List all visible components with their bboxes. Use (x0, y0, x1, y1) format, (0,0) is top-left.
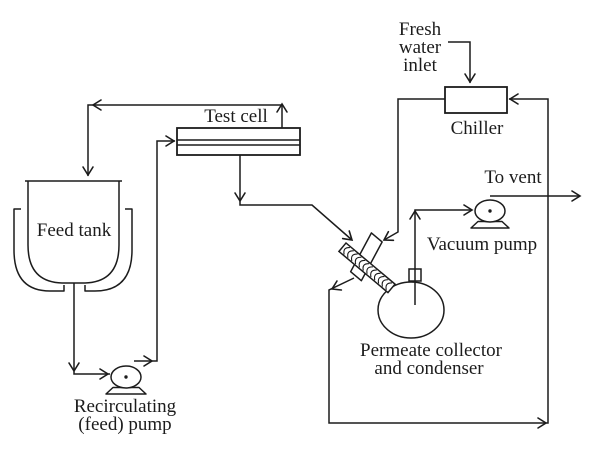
arrowhead (537, 417, 548, 429)
pipe-testcell-to-feedtank (87, 104, 283, 176)
vacuum-pump-symbol (470, 199, 510, 229)
arrowhead (91, 99, 102, 111)
to-vent-label: To vent (484, 167, 542, 188)
test-cell-body (176, 127, 301, 156)
arrowhead (463, 204, 474, 216)
arrowhead (143, 355, 154, 367)
fresh-water-inlet-label-line1: Fresh (399, 19, 442, 40)
feed-tank-shape (13, 180, 133, 292)
permeate-flask (377, 281, 445, 339)
chiller-label: Chiller (451, 118, 504, 139)
arrowhead (571, 190, 582, 202)
arrowhead (82, 166, 94, 177)
arrowhead (99, 368, 110, 380)
recirculating-pump-label-line2: (feed) pump (78, 414, 171, 435)
arrowhead (234, 192, 246, 203)
test-cell-label: Test cell (204, 106, 268, 127)
arrowheads (68, 73, 582, 429)
arrowhead (276, 102, 288, 113)
labels: Fresh water inlet Chiller Test cell To v… (37, 19, 543, 435)
arrowhead (330, 280, 343, 291)
pipe-freshwater-to-chiller (448, 41, 471, 83)
permeate-collector-label-line1: Permeate collector (360, 340, 503, 361)
condenser-coil-hatching (343, 247, 393, 290)
pipe-testcell-to-condenser (239, 155, 353, 241)
pipe-feedtank-to-pump (73, 283, 110, 375)
arrowhead (165, 135, 176, 147)
test-cell-shape (176, 127, 301, 156)
feed-tank-vessel-right (74, 181, 120, 284)
fresh-water-inlet-label-line3: inlet (403, 55, 437, 76)
pipe-chiller-to-condenser (383, 98, 445, 241)
permeate-collector-label-line2: and condenser (374, 358, 484, 379)
arrowhead (508, 93, 519, 105)
arrowhead (341, 230, 354, 241)
arrowhead (409, 209, 421, 220)
condenser-assembly (337, 232, 397, 294)
arrowhead (464, 73, 476, 84)
chiller-box (444, 86, 508, 114)
pipe-pump-to-testcell (134, 140, 175, 362)
recirculating-pump-hub (124, 375, 128, 379)
recirculating-pump-label-line1: Recirculating (74, 396, 177, 417)
vacuum-pump-hub (488, 209, 492, 213)
arrowhead (382, 230, 395, 242)
feed-tank-vessel-left (27, 181, 74, 284)
feed-tank-jacket-right (84, 208, 133, 292)
fresh-water-inlet-label-line2: water (399, 37, 442, 58)
vacuum-pump-label: Vacuum pump (427, 234, 537, 255)
feed-tank-jacket-left (13, 208, 65, 292)
arrowhead (68, 362, 80, 373)
recirculating-pump-symbol (105, 365, 147, 395)
feed-tank-label: Feed tank (37, 220, 112, 241)
